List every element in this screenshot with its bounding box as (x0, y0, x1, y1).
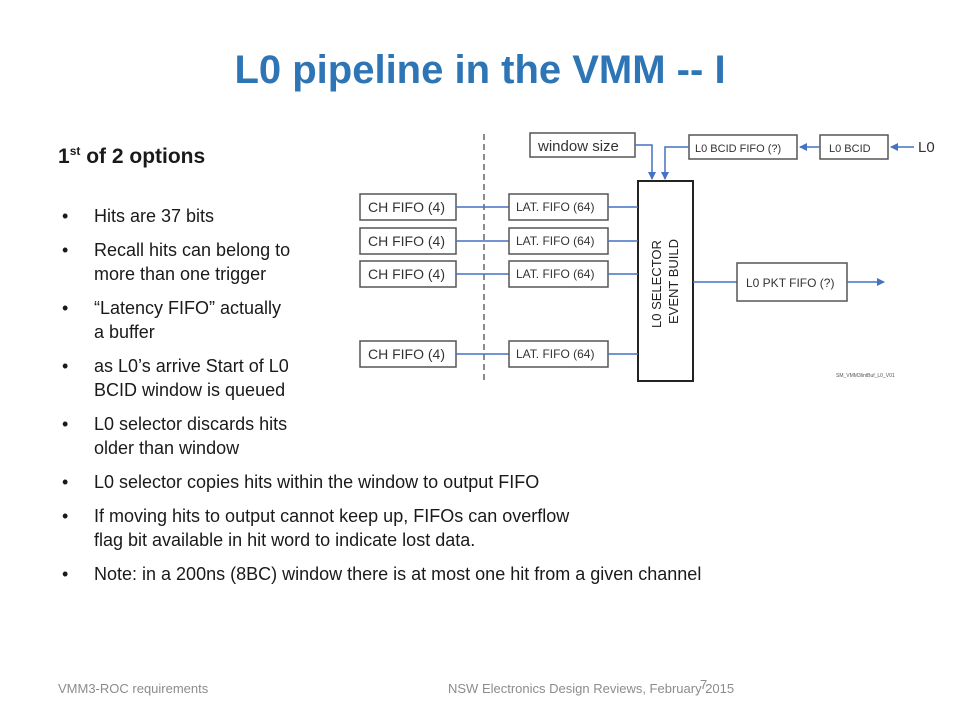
lat-fifo-box (508, 227, 609, 255)
subtitle-text: of 2 options (80, 145, 206, 168)
page-number: 7 (700, 677, 708, 692)
subtitle-number: 1 (58, 145, 70, 168)
lat-fifo-label: LAT. FIFO (64) (516, 200, 594, 214)
bullet-text: as L0’s arrive Start of L0 (94, 356, 289, 376)
window-size-label: window size (537, 138, 619, 155)
lat-fifo-box (508, 260, 609, 288)
ch-fifo-box (359, 193, 457, 221)
footer-center: NSW Electronics Design Reviews, February… (448, 681, 735, 696)
selector-box (637, 180, 694, 382)
channel-row: CH FIFO (4) LAT. FIFO (64) (359, 340, 638, 368)
diagram-file-tag: SM_VMM3lintBuf_L0_V01 (836, 373, 895, 379)
bullet-text: Recall hits can belong to (94, 240, 291, 260)
bcid-fifo-to-selector-arrow (661, 146, 689, 180)
bullet-text: Note: in a 200ns (8BC) window there is a… (94, 564, 702, 584)
slide-title: L0 pipeline in the VMM -- I (234, 48, 726, 92)
bullet-item: If moving hits to output cannot keep up,… (62, 504, 894, 552)
channel-row: CH FIFO (4) LAT. FIFO (64) (359, 227, 638, 255)
bullet-text-continued: BCID window is queued (94, 380, 286, 400)
bullet-list: Hits are 37 bits Recall hits can belong … (62, 204, 922, 596)
lat-fifo-label: LAT. FIFO (64) (516, 267, 594, 281)
ch-fifo-label: CH FIFO (4) (368, 346, 445, 362)
selector-label-line2: EVENT BUILD (666, 239, 681, 324)
bullet-text: L0 selector copies hits within the windo… (94, 472, 540, 492)
lat-fifo-box (508, 193, 609, 221)
bullet-text: Hits are 37 bits (94, 206, 215, 226)
selector-label-line1: L0 SELECTOR (649, 240, 664, 328)
bullet-text-continued: more than one trigger (94, 264, 267, 284)
bullet-text-continued: flag bit available in hit word to indica… (94, 530, 476, 550)
bcid-fifo-label: L0 BCID FIFO (?) (695, 143, 781, 155)
bullet-text-continued: older than window (94, 438, 240, 458)
ch-fifo-box (359, 340, 457, 368)
window-size-to-selector-arrow (635, 144, 656, 180)
ch-fifo-label: CH FIFO (4) (368, 233, 445, 249)
channel-row: CH FIFO (4) LAT. FIFO (64) (359, 260, 638, 288)
footer-left: VMM3-ROC requirements (58, 681, 209, 696)
ch-fifo-label: CH FIFO (4) (368, 199, 445, 215)
bullet-item: Hits are 37 bits (62, 204, 364, 228)
bullet-item: L0 selector discards hits older than wind… (62, 412, 364, 460)
bullet-item: L0 selector copies hits within the windo… (62, 470, 894, 494)
l0-input-label: L0 (918, 139, 935, 156)
bullet-item: “Latency FIFO” actually a buffer (62, 296, 364, 344)
bullet-text: If moving hits to output cannot keep up,… (94, 506, 570, 526)
pkt-fifo-box (736, 262, 848, 302)
subtitle-ordinal: st (69, 144, 81, 158)
lat-fifo-label: LAT. FIFO (64) (516, 234, 594, 248)
lat-fifo-label: LAT. FIFO (64) (516, 347, 594, 361)
bullet-item: as L0’s arrive Start of L0 BCID window is… (62, 354, 364, 402)
channel-row: CH FIFO (4) LAT. FIFO (64) (359, 193, 638, 221)
ch-fifo-label: CH FIFO (4) (368, 266, 445, 282)
window-size-box (529, 132, 636, 158)
bcid-label: L0 BCID (829, 143, 871, 155)
bullet-item: Note: in a 200ns (8BC) window there is a… (62, 562, 894, 586)
bullet-item: Recall hits can belong to more than one t… (62, 238, 364, 286)
slide-subtitle: 1st of 2 options (58, 144, 205, 169)
bullet-text-continued: a buffer (94, 322, 155, 342)
pkt-fifo-label: L0 PKT FIFO (?) (746, 276, 834, 290)
bullet-text: L0 selector discards hits (94, 414, 288, 434)
bullet-text: “Latency FIFO” actually (94, 298, 282, 318)
